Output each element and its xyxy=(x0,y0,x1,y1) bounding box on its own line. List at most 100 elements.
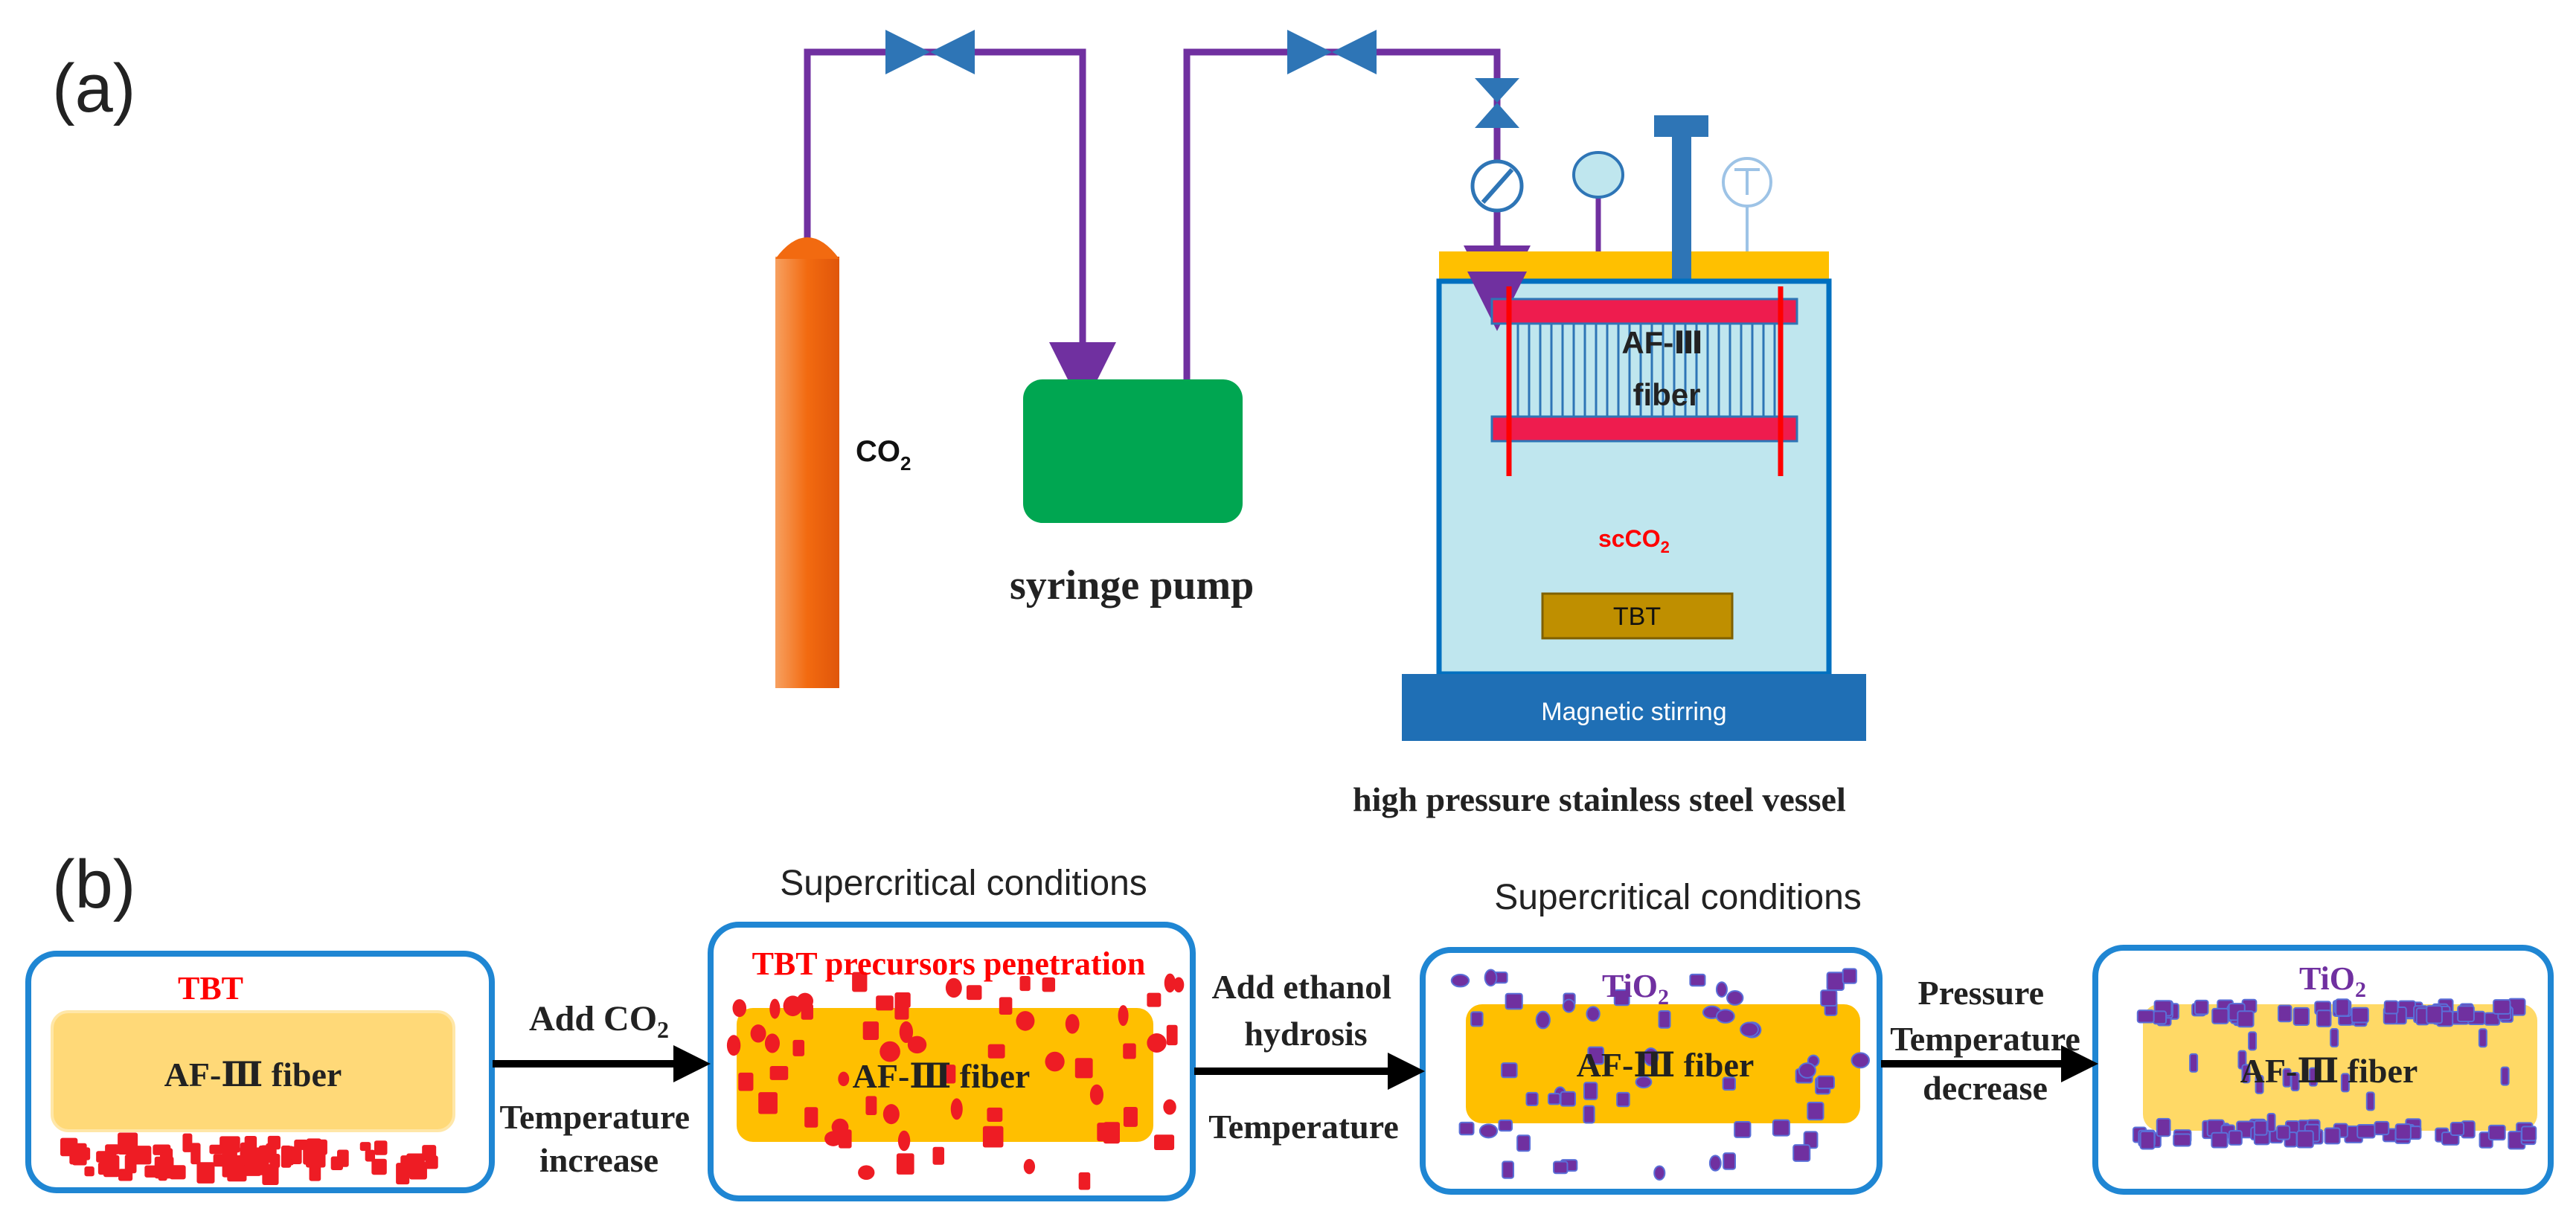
tio2-particle xyxy=(1450,973,1470,988)
tio2-particle xyxy=(1516,1134,1531,1152)
stage-2-tbt-particles xyxy=(726,972,1185,1190)
tio2-particle xyxy=(2374,1120,2390,1136)
tbt-particle xyxy=(170,1165,186,1180)
tbt-particle xyxy=(262,1165,279,1186)
panel-b-label: (b) xyxy=(52,847,135,922)
tio2-particle xyxy=(2266,1112,2276,1132)
tbt-particle xyxy=(865,1096,877,1115)
tbt-particle xyxy=(371,1158,387,1175)
tbt-particle xyxy=(764,1033,780,1053)
tbt-particle xyxy=(1123,1106,1138,1127)
tbt-particle xyxy=(769,998,781,1019)
tbt-particle xyxy=(260,1145,274,1158)
tbt-particle xyxy=(894,992,911,1008)
tio2-particle xyxy=(2324,1127,2341,1145)
tio2-particle xyxy=(2335,998,2350,1017)
tbt-particle xyxy=(1065,1014,1080,1034)
supercritical-label-1: Supercritical conditions xyxy=(780,864,1147,903)
syringe-pump xyxy=(1023,379,1243,523)
scco2-label: scCO2 xyxy=(1598,525,1670,556)
tio2-particle xyxy=(1470,1011,1484,1027)
tio2-particle xyxy=(1723,1152,1736,1170)
tio2-particle xyxy=(1616,1091,1630,1108)
tio2-particle xyxy=(1458,1121,1475,1136)
tbt-particle xyxy=(804,1107,818,1128)
stage-3-top-label: TiO2 xyxy=(1602,968,1669,1009)
tbt-particle xyxy=(425,1155,438,1169)
tbt-particle xyxy=(1078,1172,1091,1190)
stage-4-fiber xyxy=(2143,1004,2537,1131)
tbt-container xyxy=(1541,592,1734,640)
tbt-particle xyxy=(876,995,894,1011)
tbt-particle xyxy=(907,1036,927,1054)
step-2-below-label: Temperature xyxy=(1208,1108,1399,1146)
tbt-particle xyxy=(1019,975,1031,992)
valve-icon xyxy=(1287,30,1377,74)
tbt-particle xyxy=(932,1146,945,1165)
tio2-particle xyxy=(1484,969,1498,987)
tbt-particle xyxy=(359,1142,371,1152)
tio2-particle xyxy=(2211,1007,2229,1024)
tio2-particle xyxy=(2241,1064,2251,1084)
tbt-particle xyxy=(124,1154,137,1174)
tio2-particle xyxy=(2173,1133,2192,1147)
tio2-particle xyxy=(2450,1122,2465,1136)
tbt-particle xyxy=(858,1165,875,1181)
stage-1-fiber-label: AF-Ⅲ fiber xyxy=(164,1056,342,1094)
tio2-particle xyxy=(1716,1009,1735,1024)
tio2-particle xyxy=(1842,968,1857,984)
tbt-particle xyxy=(1123,1043,1136,1059)
tio2-particle xyxy=(2293,1006,2310,1026)
tbt-particle xyxy=(337,1149,349,1167)
tio2-particle xyxy=(1851,1052,1871,1069)
tbt-particle xyxy=(769,1066,789,1080)
tio2-particle xyxy=(1583,1082,1598,1100)
vessel-lid xyxy=(1439,251,1829,281)
tbt-particle xyxy=(897,1130,911,1152)
tbt-label: TBT xyxy=(1613,603,1661,631)
tio2-particle xyxy=(1807,1101,1824,1121)
tio2-particle xyxy=(1792,1144,1811,1162)
tbt-particle xyxy=(406,1153,425,1172)
tio2-particle xyxy=(1722,1076,1736,1091)
tbt-particle xyxy=(1163,1099,1176,1115)
step-3-below-label: decrease xyxy=(1923,1069,2048,1107)
tio2-particle xyxy=(1816,1075,1835,1090)
stage-4-tio2-particles xyxy=(2132,998,2537,1150)
syringe-pump-label: syringe pump xyxy=(1010,562,1254,609)
tio2-particle xyxy=(1772,1119,1790,1137)
tbt-particle xyxy=(896,1153,914,1175)
tbt-particle xyxy=(899,1021,914,1043)
tbt-particle xyxy=(1164,973,1176,993)
tio2-particle xyxy=(2248,1031,2258,1051)
tio2-particle xyxy=(1803,1131,1819,1149)
tbt-particle xyxy=(783,995,803,1017)
tio2-particle xyxy=(1643,1047,1659,1067)
stage-3-tio2-particles xyxy=(1450,968,1871,1181)
tio2-particle xyxy=(1502,1160,1514,1179)
tbt-particle xyxy=(226,1166,241,1176)
stage-3-fiber-label: AF-Ⅲ fiber xyxy=(1577,1046,1755,1084)
tbt-particle xyxy=(966,985,982,1001)
tbt-particle xyxy=(306,1141,324,1153)
stage-2-top-label: TBT precursors penetration xyxy=(752,946,1146,982)
tbt-particle xyxy=(240,1142,254,1158)
tio2-particle xyxy=(1583,1105,1595,1124)
tbt-particle xyxy=(945,977,962,998)
tbt-particle xyxy=(950,1098,963,1120)
tbt-particle xyxy=(396,1163,410,1185)
tbt-particle xyxy=(1045,1051,1065,1072)
tbt-particle xyxy=(945,1065,956,1084)
tio2-particle xyxy=(2282,1068,2292,1088)
tio2-particle xyxy=(2139,1131,2156,1150)
tbt-particle xyxy=(105,1144,120,1155)
tbt-particle xyxy=(838,1071,850,1087)
tio2-particle xyxy=(1734,1120,1752,1138)
panel-a-label: (a) xyxy=(52,51,135,126)
tio2-particle xyxy=(2255,1074,2264,1094)
tio2-particle xyxy=(1562,998,1576,1013)
tio2-particle xyxy=(2365,1091,2375,1111)
tio2-particle xyxy=(2500,1066,2510,1086)
tio2-particle xyxy=(2426,1005,2443,1024)
tbt-particle xyxy=(161,1152,172,1171)
